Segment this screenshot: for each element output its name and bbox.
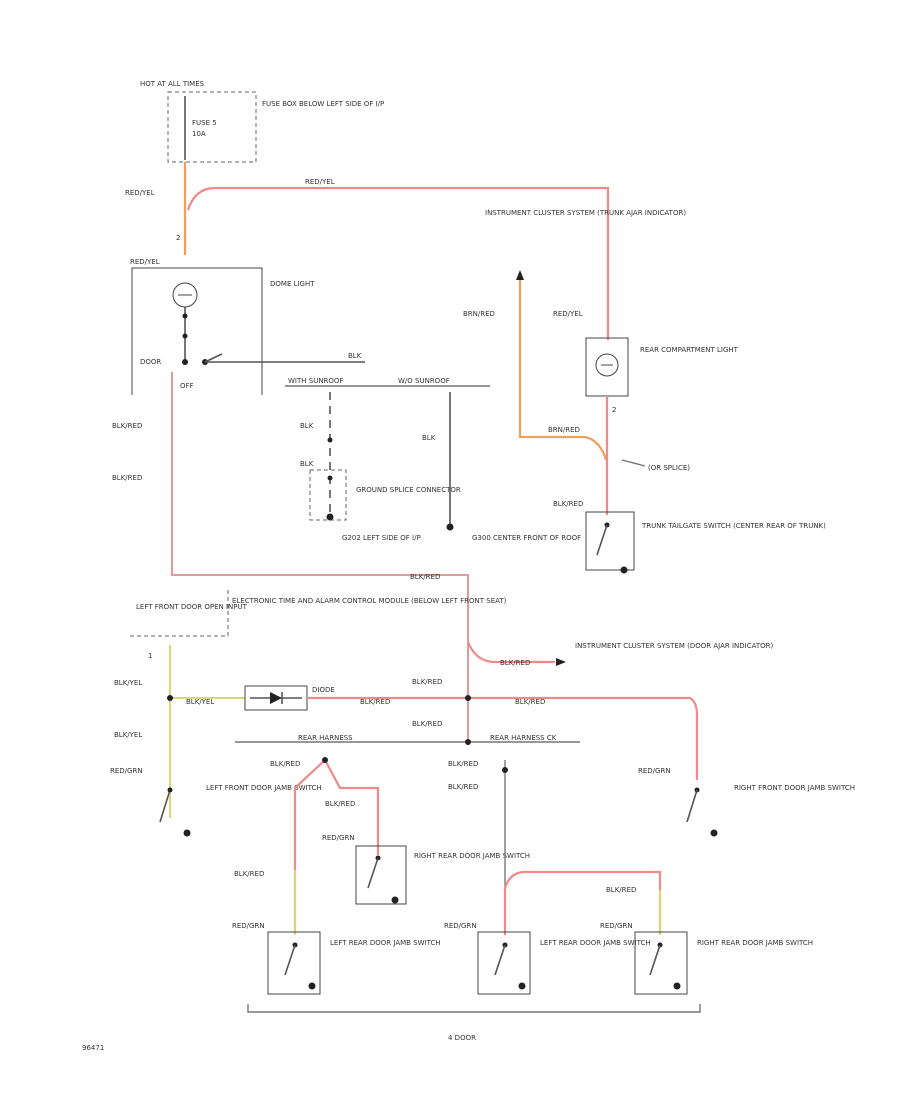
blk-red-label-2: BLK/RED xyxy=(112,474,142,482)
etacm-module: ELECTRONIC TIME AND ALARM CONTROL MODULE… xyxy=(130,590,507,660)
blk-red-label-6: BLK/RED xyxy=(412,720,442,728)
trunk-wire-label: BLK/RED xyxy=(553,500,583,508)
blk-label-splice-2: BLK xyxy=(300,460,314,468)
ground-g300: BLK G300 CENTER FRONT OF ROOF xyxy=(422,392,581,542)
rr-wire-label: RED/GRN xyxy=(322,834,355,842)
rear-compartment-light: REAR COMPARTMENT LIGHT xyxy=(585,337,739,397)
wire-to-rr-jamb-lower xyxy=(503,870,662,935)
blk-red-label-9: BLK/RED xyxy=(325,800,355,808)
left-rear-jamb-switch-2[interactable]: RED/GRN LEFT REAR DOOR JAMB SWITCH xyxy=(444,922,651,995)
splice-center xyxy=(465,695,471,701)
splice-rear-center xyxy=(502,767,508,773)
blk-label-splice-1: BLK xyxy=(300,422,314,430)
fuse-box-label: FUSE BOX BELOW LEFT SIDE OF I/P xyxy=(262,100,384,108)
or-splice-pointer xyxy=(621,459,646,467)
red-yel-label-3: RED/YEL xyxy=(130,258,160,266)
red-yel-label-2: RED/YEL xyxy=(305,178,335,186)
splice-rear-left xyxy=(322,757,328,763)
lr2-wire-label: RED/GRN xyxy=(444,922,477,930)
ground-splice-connector: BLK BLK GROUND SPLICE CONNECTOR G202 LEF… xyxy=(300,392,461,542)
lf-wire-label: RED/GRN xyxy=(110,767,143,775)
trunk-tailgate-switch[interactable]: BLK/RED TRUNK TAILGATE SWITCH (CENTER RE… xyxy=(553,500,826,574)
left-rear-jamb-label: LEFT REAR DOOR JAMB SWITCH xyxy=(330,939,441,947)
instrument-cluster-door-label: INSTRUMENT CLUSTER SYSTEM (DOOR AJAR IND… xyxy=(575,642,774,650)
etacm-label: ELECTRONIC TIME AND ALARM CONTROL MODULE… xyxy=(232,597,507,605)
rear-harness-ck-label: REAR HARNESS CK xyxy=(490,734,557,742)
left-front-jamb-label: LEFT FRONT DOOR JAMB SWITCH xyxy=(206,784,322,792)
rear-harness-label: REAR HARNESS xyxy=(298,734,353,742)
ground-splice-label: GROUND SPLICE CONNECTOR xyxy=(356,486,461,494)
trunk-indicator-arrow xyxy=(516,270,524,280)
red-yel-label-4: RED/YEL xyxy=(553,310,583,318)
wire-blk-red-to-rf xyxy=(307,696,699,780)
right-rear-jamb-switch[interactable]: RED/GRN RIGHT REAR DOOR JAMB SWITCH xyxy=(322,834,530,905)
rr2-wire-label: RED/GRN xyxy=(600,922,633,930)
g202-label: G202 LEFT SIDE OF I/P xyxy=(342,534,421,542)
blk-red-label-4: BLK/RED xyxy=(360,698,390,706)
blk-label-g300: BLK xyxy=(422,434,436,442)
right-front-jamb-label: RIGHT FRONT DOOR JAMB SWITCH xyxy=(734,784,855,792)
wire-to-door-ajar xyxy=(466,641,555,664)
pin-label: 2 xyxy=(176,234,180,242)
left-front-jamb-switch[interactable]: RED/GRN LEFT FRONT DOOR JAMB SWITCH xyxy=(110,767,322,837)
brn-red-label-2: BRN/RED xyxy=(548,426,580,434)
blk-red-label-10: BLK/RED xyxy=(234,870,264,878)
dome-light-label: DOME LIGHT xyxy=(270,280,315,288)
blk-red-label-11: BLK/RED xyxy=(448,760,478,768)
blk-yel-label-3: BLK/YEL xyxy=(114,731,142,739)
wire-brn-red xyxy=(518,280,608,461)
right-rear-jamb-label-2: RIGHT REAR DOOR JAMB SWITCH xyxy=(697,939,813,947)
left-rear-jamb-label-2: LEFT REAR DOOR JAMB SWITCH xyxy=(540,939,651,947)
four-door-bracket xyxy=(247,1004,701,1013)
rf-wire-label: RED/GRN xyxy=(638,767,671,775)
right-rear-jamb-label: RIGHT REAR DOOR JAMB SWITCH xyxy=(414,852,530,860)
blk-red-label-12: BLK/RED xyxy=(448,783,478,791)
door-ajar-arrow xyxy=(556,658,566,666)
blk-red-label-1: BLK/RED xyxy=(112,422,142,430)
etacm-pin-label: 1 xyxy=(148,652,152,660)
lr-wire-label: RED/GRN xyxy=(232,922,265,930)
or-splice-label: (OR SPLICE) xyxy=(648,464,690,472)
diode-label: DIODE xyxy=(312,686,335,694)
fuse-number-label: FUSE 5 xyxy=(192,119,217,127)
red-yel-label-1: RED/YEL xyxy=(125,189,155,197)
blk-red-label-ajar: BLK/RED xyxy=(500,659,530,667)
splice-lf xyxy=(167,695,173,701)
blk-red-label-13: BLK/RED xyxy=(606,886,636,894)
blk-yel-label-1: BLK/YEL xyxy=(114,679,142,687)
blk-label-top: BLK xyxy=(348,352,362,360)
hot-at-all-times-label: HOT AT ALL TIMES xyxy=(140,80,205,88)
brn-red-label-1: BRN/RED xyxy=(463,310,495,318)
wire-to-rr-jamb xyxy=(324,759,380,855)
four-door-label: 4 DOOR xyxy=(448,1034,476,1042)
dome-door-label: DOOR xyxy=(140,358,161,366)
fuse-box: HOT AT ALL TIMES FUSE 5 10A FUSE BOX BEL… xyxy=(140,80,384,163)
dome-light: DOME LIGHT DOOR OFF xyxy=(131,267,315,395)
wire-blk-red-door xyxy=(171,372,469,742)
blk-red-label-7: BLK/RED xyxy=(515,698,545,706)
splice-harness xyxy=(465,739,471,745)
figure-code: 96471 xyxy=(82,1044,104,1052)
rear-compartment-light-label: REAR COMPARTMENT LIGHT xyxy=(640,346,739,354)
left-rear-jamb-switch[interactable]: RED/GRN LEFT REAR DOOR JAMB SWITCH xyxy=(232,922,441,995)
fuse-amps-label: 10A xyxy=(192,130,206,138)
with-sunroof-label: WITH SUNROOF xyxy=(288,377,343,385)
pin-label-rear: 2 xyxy=(612,406,616,414)
g300-label: G300 CENTER FRONT OF ROOF xyxy=(472,534,581,542)
wire-red-yel-to-rear-compartment xyxy=(186,186,610,340)
blk-red-label-8: BLK/RED xyxy=(270,760,300,768)
blk-red-label-5: BLK/RED xyxy=(412,678,442,686)
blk-yel-label-2: BLK/YEL xyxy=(186,698,214,706)
right-rear-jamb-switch-2[interactable]: RED/GRN RIGHT REAR DOOR JAMB SWITCH xyxy=(600,922,813,995)
trunk-switch-label: TRUNK TAILGATE SWITCH (CENTER REAR OF TR… xyxy=(641,522,826,530)
blk-red-label-3: BLK/RED xyxy=(410,573,440,581)
right-front-jamb-switch[interactable]: RED/GRN RIGHT FRONT DOOR JAMB SWITCH xyxy=(638,767,855,837)
wo-sunroof-label: W/O SUNROOF xyxy=(398,377,450,385)
lf-door-open-input-label: LEFT FRONT DOOR OPEN INPUT xyxy=(136,603,248,611)
instrument-cluster-trunk-label: INSTRUMENT CLUSTER SYSTEM (TRUNK AJAR IN… xyxy=(485,209,686,217)
dome-off-label: OFF xyxy=(180,382,194,390)
